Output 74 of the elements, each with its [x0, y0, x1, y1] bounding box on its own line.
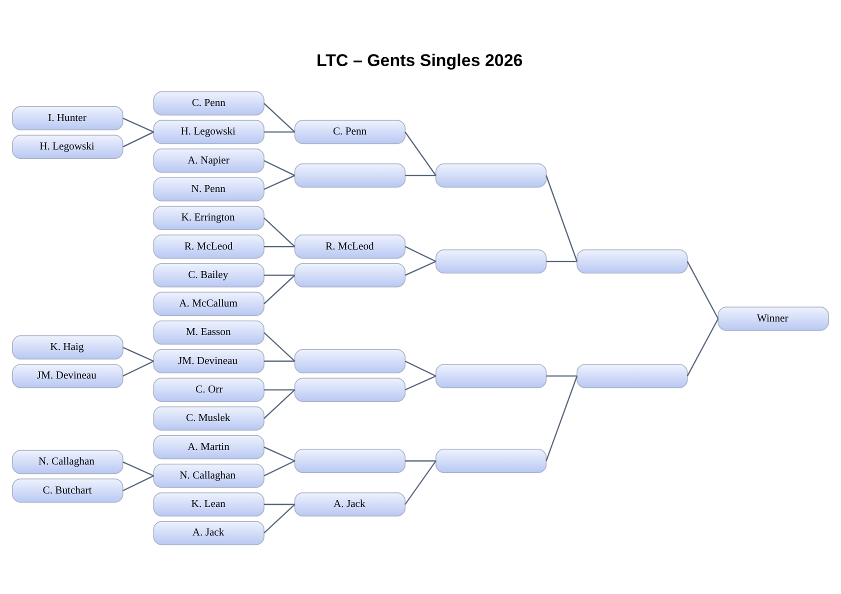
- connector: [122, 475, 154, 492]
- node-box: C. Penn: [153, 91, 264, 116]
- connector: [264, 389, 295, 390]
- connector: [546, 375, 577, 377]
- connector: [546, 175, 578, 262]
- node-box: N. Callaghan: [12, 450, 124, 474]
- node-box: I. Hunter: [12, 106, 124, 130]
- node-box: [435, 163, 547, 188]
- connector: [405, 460, 436, 462]
- node-box: A. Napier: [153, 148, 264, 173]
- node-box: A. Martin: [153, 435, 264, 460]
- connector: [686, 261, 719, 320]
- node-box: [294, 263, 406, 288]
- node-box: [294, 163, 406, 188]
- node-box: N. Penn: [153, 177, 264, 202]
- connector: [264, 274, 296, 304]
- connector: [546, 260, 577, 262]
- diagram-title: LTC – Gents Singles 2026: [316, 51, 523, 70]
- node-box: N. Callaghan: [153, 464, 264, 488]
- connector: [122, 131, 154, 148]
- node-box: [576, 364, 688, 388]
- node-box: C. Muslek: [153, 406, 264, 431]
- connector: [686, 318, 719, 376]
- node-box: H. Legowski: [12, 134, 124, 159]
- connector: [264, 389, 296, 419]
- connector: [122, 118, 154, 133]
- node-box: [435, 364, 547, 388]
- node-box: R. McLeod: [153, 234, 264, 259]
- node-box: K. Haig: [12, 335, 124, 360]
- node-box: [294, 448, 406, 474]
- connector: [404, 460, 436, 505]
- connector: [264, 246, 295, 248]
- node-box: A. McCallum: [153, 292, 264, 316]
- node-box: C. Penn: [294, 120, 406, 144]
- node-box: C. Bailey: [153, 263, 264, 288]
- connector: [122, 346, 154, 362]
- node-box: C. Butchart: [12, 478, 124, 503]
- node-box: [294, 378, 406, 402]
- connector: [264, 160, 296, 176]
- node-box: JM. Devineau: [153, 349, 264, 374]
- node-box: K. Lean: [153, 492, 264, 517]
- connector: [264, 217, 296, 248]
- node-box: [576, 249, 688, 274]
- node-box: [435, 448, 547, 474]
- node-box: [294, 349, 406, 374]
- node-box: [435, 249, 547, 274]
- node-box: C. Orr: [153, 378, 264, 402]
- connector: [404, 246, 436, 262]
- connector: [264, 131, 295, 133]
- node-box: A. Jack: [153, 521, 264, 546]
- node-box: Winner: [718, 306, 829, 331]
- connector: [264, 332, 296, 362]
- node-box: A. Jack: [294, 492, 406, 517]
- connector: [264, 504, 295, 506]
- connector: [264, 102, 296, 132]
- node-box: K. Errington: [153, 206, 264, 230]
- connector: [264, 504, 296, 534]
- node-box: H. Legowski: [153, 120, 264, 144]
- node-box: JM. Devineau: [12, 364, 124, 388]
- connector: [404, 375, 436, 390]
- connector: [405, 174, 436, 176]
- node-box: M. Easson: [153, 320, 264, 345]
- connector: [404, 132, 436, 176]
- connector: [404, 260, 436, 276]
- connector: [264, 174, 296, 190]
- connector: [546, 376, 578, 462]
- node-box: R. McLeod: [294, 234, 406, 259]
- connector: [122, 461, 154, 476]
- connector: [264, 460, 296, 476]
- connector: [264, 360, 295, 362]
- connector: [264, 446, 296, 462]
- connector: [122, 360, 154, 377]
- connector: [264, 274, 295, 276]
- connector: [404, 360, 436, 377]
